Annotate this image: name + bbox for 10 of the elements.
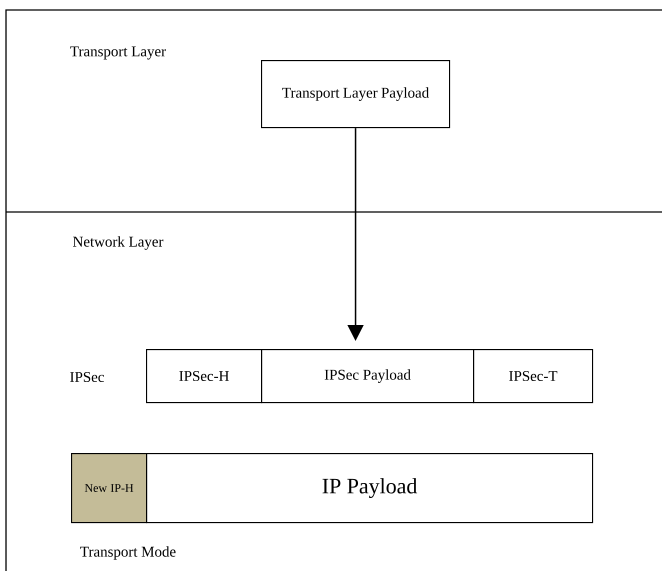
packet-box: IPSec Payload bbox=[261, 349, 474, 404]
packet-box: Transport Layer Payload bbox=[261, 60, 450, 128]
header-box: New IP-H bbox=[71, 453, 148, 524]
layer-label: IPSec bbox=[70, 372, 104, 382]
layer-label: Transport Mode bbox=[80, 546, 176, 560]
packet-box: IPSec-H bbox=[146, 349, 262, 404]
packet-box: IP Payload bbox=[146, 453, 594, 524]
packet-box: IPSec-T bbox=[473, 349, 594, 404]
layer-label: Transport Layer bbox=[70, 46, 166, 60]
layer-label: Network Layer bbox=[73, 236, 164, 250]
